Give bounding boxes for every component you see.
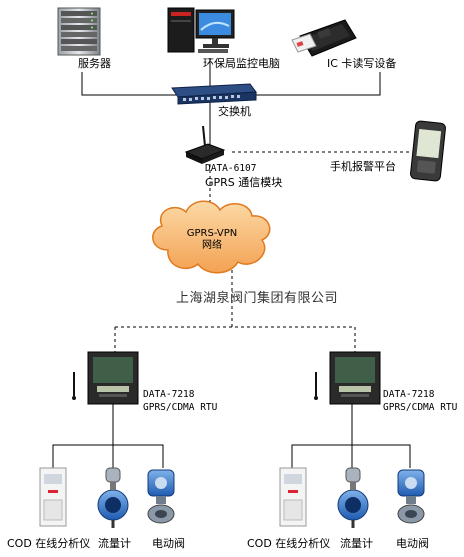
- device-label-flowmeter-left: 流量计: [98, 537, 131, 550]
- ic-reader-label: IC 卡读写设备: [327, 57, 397, 70]
- electric-valve-icon: [147, 469, 175, 524]
- gprs-module-label: GPRS 通信模块: [205, 176, 283, 189]
- switch-label: 交换机: [218, 105, 251, 118]
- rtu-right-icon: [314, 351, 381, 405]
- switch-icon: [171, 83, 257, 105]
- cod-analyzer-icon: [39, 467, 67, 527]
- phone-icon: [410, 120, 446, 182]
- rtu-right-model: DATA-7218: [383, 389, 435, 400]
- rtu-left-model: DATA-7218: [143, 389, 195, 400]
- phone-platform-label: 手机报警平台: [330, 160, 396, 173]
- card-reader-icon: [291, 19, 357, 57]
- device-label-valve-right: 电动阀: [396, 537, 429, 550]
- computer-icon: [167, 7, 235, 53]
- cloud-icon: [152, 200, 271, 274]
- cloud-label-line2: 网络: [202, 240, 222, 251]
- gprs-module-model: DATA-6107: [205, 163, 257, 174]
- device-label-cod-left: COD 在线分析仪: [7, 537, 91, 550]
- device-label-valve-left: 电动阀: [152, 537, 185, 550]
- electric-valve-icon: [397, 469, 425, 524]
- monitor-pc-label: 环保局监控电脑: [203, 57, 280, 70]
- gprs-module-icon: [184, 125, 226, 164]
- server-icon: [57, 7, 101, 56]
- server-label: 服务器: [78, 57, 111, 70]
- company-name: 上海湖泉阀门集团有限公司: [176, 291, 339, 306]
- rtu-right-name: GPRS/CDMA RTU: [383, 402, 458, 413]
- flowmeter-icon: [337, 467, 369, 528]
- cloud-label-line1: GPRS-VPN: [186, 228, 238, 239]
- device-label-cod-right: COD 在线分析仪: [247, 537, 331, 550]
- rtu-left-name: GPRS/CDMA RTU: [143, 402, 218, 413]
- rtu-left-icon: [72, 351, 139, 405]
- flowmeter-icon: [97, 467, 129, 528]
- device-label-flowmeter-right: 流量计: [340, 537, 373, 550]
- cod-analyzer-icon: [279, 467, 307, 527]
